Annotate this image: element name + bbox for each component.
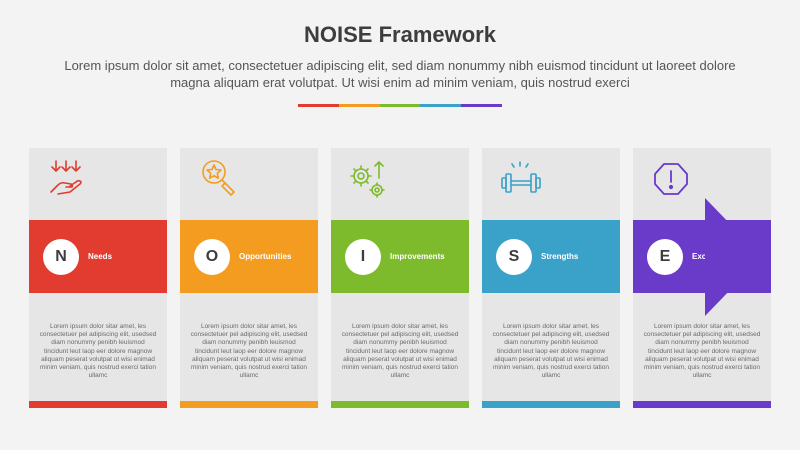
title-bar-segment bbox=[461, 104, 502, 107]
column-improvements: I Improvements Lorem ipsum dolor sitar a… bbox=[331, 148, 469, 408]
letter-circle: O bbox=[194, 238, 230, 275]
column-needs: N Needs Lorem ipsum dolor sitar amet, le… bbox=[29, 148, 167, 408]
title-bar-segment bbox=[338, 104, 380, 107]
page-subtitle: Lorem ipsum dolor sit amet, consectetuer… bbox=[64, 58, 736, 90]
column-exceptions: E Exceptions Lorem ipsum dolor sitar ame… bbox=[633, 148, 771, 408]
bottom-accent-bar bbox=[180, 401, 318, 408]
magnifier-star-icon bbox=[198, 158, 240, 200]
column-description: Lorem ipsum dolor sitar amet, les consec… bbox=[190, 323, 308, 380]
column-description: Lorem ipsum dolor sitar amet, les consec… bbox=[39, 323, 157, 380]
column-strengths: S Strengths Lorem ipsum dolor sitar amet… bbox=[482, 148, 620, 408]
column-description: Lorem ipsum dolor sitar amet, les consec… bbox=[643, 323, 761, 380]
letter-circle: I bbox=[345, 238, 381, 275]
band-strengths: S Strengths bbox=[482, 220, 620, 293]
letter-circle: E bbox=[647, 238, 683, 275]
bottom-accent-bar bbox=[29, 401, 167, 408]
hand-arrows-down-icon bbox=[47, 158, 89, 200]
column-label: Opportunities bbox=[239, 252, 292, 261]
band-exceptions: E Exceptions bbox=[633, 220, 771, 293]
title-bar-segment bbox=[298, 104, 339, 107]
arrow-head-shape bbox=[705, 198, 762, 316]
bottom-accent-bar bbox=[482, 401, 620, 408]
gears-arrow-up-icon bbox=[349, 158, 391, 200]
arrow-head bbox=[705, 198, 762, 316]
title-bar-segment bbox=[379, 104, 421, 107]
dumbbell-icon bbox=[500, 158, 542, 200]
column-description: Lorem ipsum dolor sitar amet, les consec… bbox=[341, 323, 459, 380]
letter-circle: N bbox=[43, 238, 79, 275]
band-improvements: I Improvements bbox=[331, 220, 469, 293]
bottom-accent-bar bbox=[331, 401, 469, 408]
band-opportunities: O Opportunities bbox=[180, 220, 318, 293]
title-bar-segment bbox=[420, 104, 462, 107]
exclamation-hexagon-icon bbox=[651, 158, 693, 200]
title-underline-bar bbox=[298, 104, 502, 107]
column-opportunities: O Opportunities Lorem ipsum dolor sitar … bbox=[180, 148, 318, 408]
column-description: Lorem ipsum dolor sitar amet, les consec… bbox=[492, 323, 610, 380]
column-label: Improvements bbox=[390, 252, 445, 261]
band-needs: N Needs bbox=[29, 220, 167, 293]
letter-circle: S bbox=[496, 238, 532, 275]
page-title: NOISE Framework bbox=[304, 22, 496, 47]
column-label: Strengths bbox=[541, 252, 579, 261]
column-label: Needs bbox=[88, 252, 113, 261]
bottom-accent-bar bbox=[633, 401, 771, 408]
